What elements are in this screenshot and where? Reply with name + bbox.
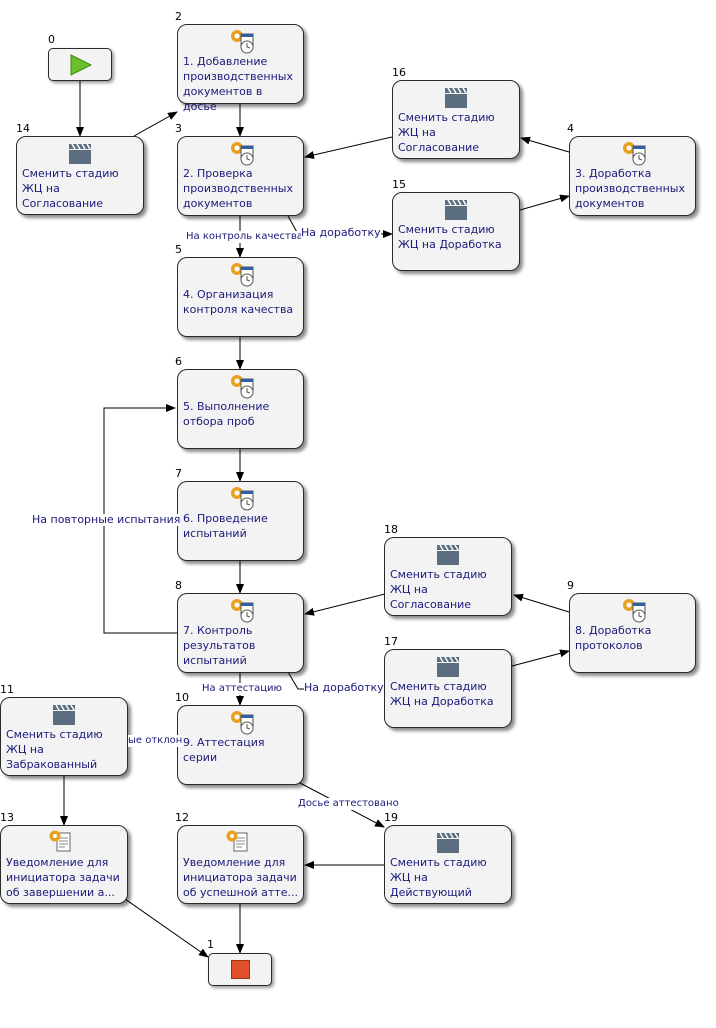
node-number-16: 16 [392,66,406,79]
node-11[interactable]: Сменить стадию ЖЦ на Забракованный [0,697,128,776]
gear-clock-icon [231,142,254,166]
edge-14-2 [133,111,178,137]
node-label: Сменить стадию ЖЦ на Забракованный [6,728,103,771]
clapperboard-icon [437,656,459,677]
node-number-13: 13 [0,811,14,824]
edge-label-to-attestation: На аттестацию [202,683,282,695]
gear-clock-icon [623,142,646,166]
stop-icon [231,960,250,979]
edge-13-1 [124,898,209,958]
gear-clock-icon [231,599,254,623]
clapperboard-icon [445,199,467,220]
node-16[interactable]: Сменить стадию ЖЦ на Согласование [392,80,520,159]
node-label: 4. Организация контроля качества [183,288,294,316]
gear-clock-icon [231,30,254,54]
node-6[interactable]: 5. Выполнение отбора проб [177,369,304,449]
gear-clock-icon [231,375,254,399]
node-12[interactable]: Уведомление для инициатора задачи об усп… [177,825,304,904]
clapperboard-icon [53,704,75,725]
node-number-2: 2 [175,10,182,23]
node-number-3: 3 [175,122,182,135]
node-label: 8. Доработка протоколов [575,624,652,652]
node-number-6: 6 [175,355,182,368]
node-number-18: 18 [384,523,398,536]
node-10[interactable]: 9. Аттестация серии [177,705,304,785]
start-node[interactable] [48,48,112,81]
node-number-17: 17 [384,635,398,648]
node-4[interactable]: 3. Доработка производственных документов [569,136,696,216]
node-8[interactable]: 7. Контроль результатов испытаний [177,593,304,673]
gear-clock-icon [231,487,254,511]
clapperboard-icon [69,143,91,164]
node-13[interactable]: Уведомление для инициатора задачи об зав… [0,825,128,904]
node-14[interactable]: Сменить стадию ЖЦ на Согласование [16,136,144,215]
gear-document-icon [49,830,71,852]
edge-label-rework-protocols: На доработку [304,681,384,694]
edge-9-18 [513,593,570,613]
node-number-0: 0 [48,33,55,46]
node-label: 7. Контроль результатов испытаний [183,624,256,667]
clapperboard-icon [437,832,459,853]
node-19[interactable]: Сменить стадию ЖЦ на Действующий [384,825,512,904]
node-label: Сменить стадию ЖЦ на Действующий [390,856,487,899]
node-label: 1. Добавление производственных документо… [183,55,294,113]
gear-clock-icon [231,711,254,735]
node-label: Сменить стадию ЖЦ на Доработка [390,680,494,708]
edge-15-4 [519,194,570,211]
node-number-10: 10 [175,691,189,704]
node-9[interactable]: 8. Доработка протоколов [569,593,696,673]
node-17[interactable]: Сменить стадию ЖЦ на Доработка [384,649,512,728]
node-label: 9. Аттестация серии [183,736,265,764]
node-number-5: 5 [175,243,182,256]
node-label: Сменить стадию ЖЦ на Согласование [390,568,487,611]
node-number-4: 4 [567,122,574,135]
node-5[interactable]: 4. Организация контроля качества [177,257,304,337]
play-icon [70,54,93,76]
node-3[interactable]: 2. Проверка производственных документов [177,136,304,216]
node-number-12: 12 [175,811,189,824]
edge-18-8 [304,593,386,616]
node-number-19: 19 [384,811,398,824]
node-18[interactable]: Сменить стадию ЖЦ на Согласование [384,537,512,616]
node-7[interactable]: 6. Проведение испытаний [177,481,304,561]
gear-clock-icon [623,599,646,623]
edge-16-3 [304,136,393,159]
edge-4-16 [520,136,570,153]
node-label: Сменить стадию ЖЦ на Согласование [22,167,119,210]
node-label: 6. Проведение испытаний [183,512,268,540]
node-label: 5. Выполнение отбора проб [183,400,270,428]
node-number-7: 7 [175,467,182,480]
node-15[interactable]: Сменить стадию ЖЦ на Доработка [392,192,520,271]
end-node[interactable] [208,953,272,986]
node-number-14: 14 [16,122,30,135]
clapperboard-icon [445,87,467,108]
edge-label-quality-control: На контроль качества [186,231,303,243]
node-number-1: 1 [207,938,214,951]
node-number-8: 8 [175,579,182,592]
node-label: Уведомление для инициатора задачи об усп… [183,856,298,899]
node-label: Сменить стадию ЖЦ на Доработка [398,223,502,251]
gear-document-icon [226,830,248,852]
node-label: Уведомление для инициатора задачи об зав… [6,856,120,899]
node-number-9: 9 [567,579,574,592]
edge-label-rework-docs: На доработку [301,226,381,239]
node-label: Сменить стадию ЖЦ на Согласование [398,111,495,154]
edge-17-9 [511,649,570,667]
edge-label-dossier-attested: Досье аттестовано [298,798,399,810]
node-number-11: 11 [0,683,14,696]
edge-label-rejected: ые отклон [128,735,183,747]
edge-label-repeat-tests: На повторные испытания [32,513,181,526]
node-label: 3. Доработка производственных документов [575,167,686,210]
node-label: 2. Проверка производственных документов [183,167,294,210]
clapperboard-icon [437,544,459,565]
node-2[interactable]: 1. Добавление производственных документо… [177,24,304,113]
node-number-15: 15 [392,178,406,191]
gear-clock-icon [231,263,254,287]
